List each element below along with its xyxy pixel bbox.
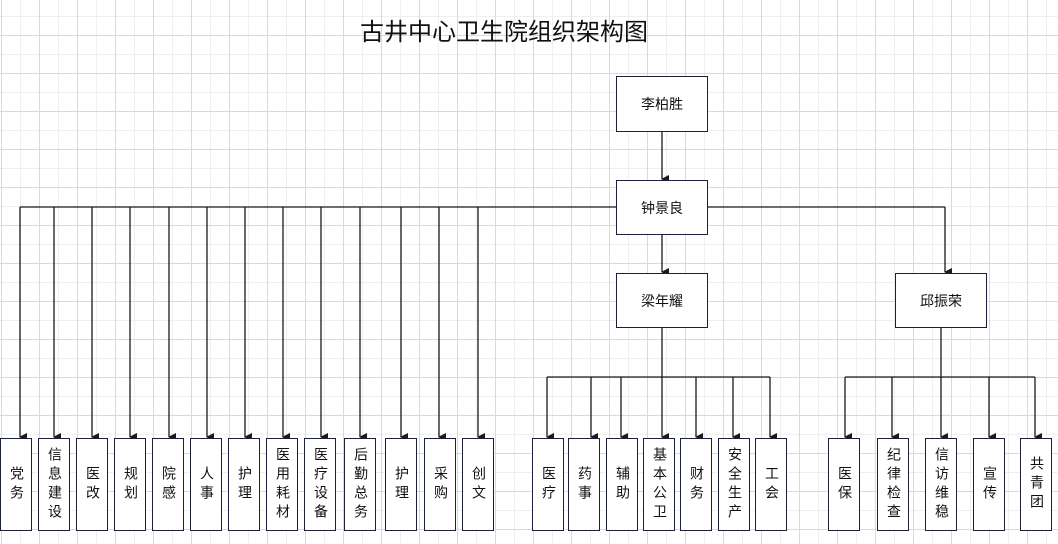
dept-node[interactable]: 规划 bbox=[114, 438, 146, 531]
dept-node[interactable]: 创文 bbox=[462, 438, 494, 531]
dept-label: 纪律检查 bbox=[885, 446, 901, 523]
dept-node[interactable]: 医改 bbox=[76, 438, 108, 531]
node-top-leader-label: 李柏胜 bbox=[641, 97, 683, 113]
dept-label: 党务 bbox=[8, 465, 24, 504]
dept-node[interactable]: 药事 bbox=[568, 438, 600, 531]
node-second-leader-label: 钟景良 bbox=[641, 200, 683, 217]
dept-node[interactable]: 护理 bbox=[228, 438, 260, 531]
dept-label: 人事 bbox=[198, 465, 214, 504]
dept-node[interactable]: 后勤总务 bbox=[344, 438, 376, 531]
dept-node[interactable]: 医用耗材 bbox=[266, 438, 298, 531]
dept-node[interactable]: 纪律检查 bbox=[877, 438, 909, 531]
node-sub-leader-liang[interactable]: 梁年耀 bbox=[616, 273, 708, 328]
dept-node[interactable]: 院感 bbox=[152, 438, 184, 531]
dept-label: 医用耗材 bbox=[274, 446, 290, 523]
dept-node[interactable]: 采购 bbox=[424, 438, 456, 531]
dept-node[interactable]: 信访维稳 bbox=[925, 438, 957, 531]
dept-node[interactable]: 医保 bbox=[828, 438, 860, 531]
dept-label: 信访维稳 bbox=[933, 446, 949, 523]
dept-node[interactable]: 财务 bbox=[680, 438, 712, 531]
dept-node[interactable]: 工会 bbox=[755, 438, 787, 531]
node-second-leader[interactable]: 钟景良 bbox=[616, 180, 708, 235]
node-sub-leader-qiu[interactable]: 邱振荣 bbox=[895, 273, 987, 328]
dept-label: 宣传 bbox=[981, 465, 997, 504]
dept-label: 院感 bbox=[160, 465, 176, 504]
dept-label: 辅助 bbox=[614, 465, 630, 504]
dept-label: 信息建设 bbox=[46, 446, 62, 523]
dept-label: 医改 bbox=[84, 465, 100, 504]
dept-node[interactable]: 宣传 bbox=[973, 438, 1005, 531]
dept-label: 规划 bbox=[122, 465, 138, 504]
dept-node[interactable]: 医疗设备 bbox=[304, 438, 336, 531]
chart-title: 古井中心卫生院组织架构图 bbox=[360, 18, 648, 46]
dept-node[interactable]: 信息建设 bbox=[38, 438, 70, 531]
dept-label: 财务 bbox=[688, 465, 704, 504]
dept-node[interactable]: 党务 bbox=[0, 438, 32, 531]
dept-label: 医疗设备 bbox=[312, 446, 328, 523]
dept-label: 创文 bbox=[470, 465, 486, 504]
dept-label: 医疗 bbox=[540, 465, 556, 504]
dept-label: 工会 bbox=[763, 465, 779, 504]
dept-label: 护理 bbox=[236, 465, 252, 504]
dept-label: 安全生产 bbox=[726, 446, 742, 523]
dept-node[interactable]: 人事 bbox=[190, 438, 222, 531]
dept-label: 后勤总务 bbox=[352, 446, 368, 523]
dept-node[interactable]: 医疗 bbox=[532, 438, 564, 531]
node-sub-leader-label: 梁年耀 bbox=[641, 293, 683, 310]
dept-node[interactable]: 共青团 bbox=[1020, 438, 1052, 531]
dept-node[interactable]: 护理 bbox=[385, 438, 417, 531]
dept-node[interactable]: 基本公卫 bbox=[643, 438, 675, 531]
node-top-leader[interactable]: 李柏胜 bbox=[616, 76, 708, 132]
dept-label: 医保 bbox=[836, 465, 852, 504]
dept-label: 共青团 bbox=[1028, 456, 1044, 513]
dept-node[interactable]: 安全生产 bbox=[718, 438, 750, 531]
dept-node[interactable]: 辅助 bbox=[606, 438, 638, 531]
dept-label: 护理 bbox=[393, 465, 409, 504]
dept-label: 采购 bbox=[432, 465, 448, 504]
node-sub-leader-label: 邱振荣 bbox=[920, 293, 962, 310]
dept-label: 药事 bbox=[576, 465, 592, 504]
dept-label: 基本公卫 bbox=[651, 446, 667, 523]
